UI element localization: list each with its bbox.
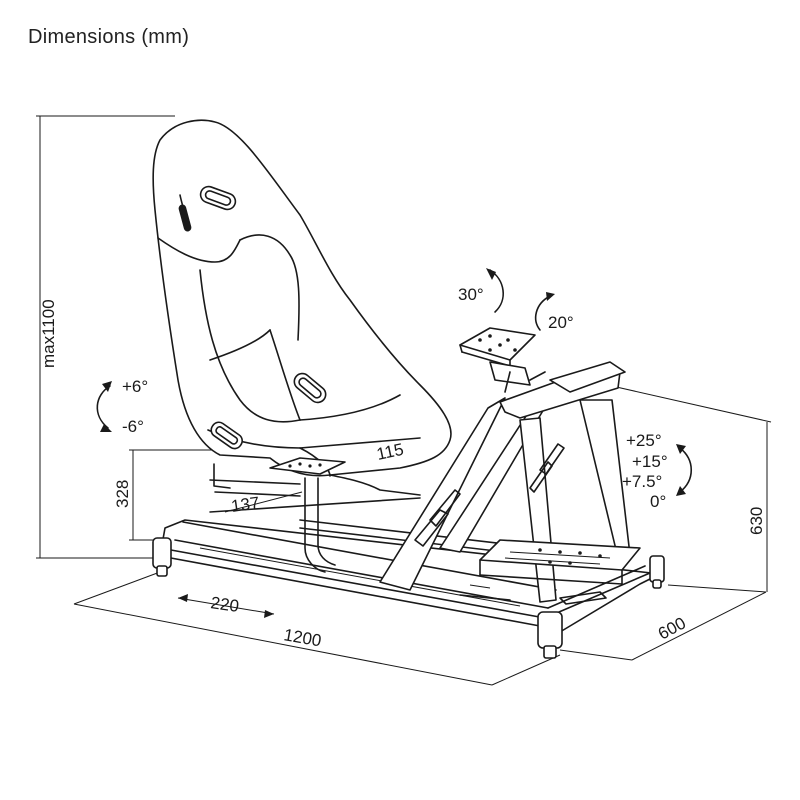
angle-wheel-0: 0°	[650, 492, 666, 511]
angle-wheel-25: +25°	[626, 431, 662, 450]
dim-length: 1200	[282, 625, 323, 650]
angle-wheel-15: +15°	[632, 452, 668, 471]
racing-seat	[152, 119, 452, 573]
dim-width: 600	[655, 613, 689, 643]
dimension-lines	[36, 115, 772, 686]
page-title: Dimensions (mm)	[28, 26, 190, 48]
angle-seat-up: +6°	[122, 377, 148, 396]
dim-pedal-height: 630	[747, 507, 766, 535]
angle-seat-down: -6°	[122, 417, 144, 436]
rotation-arrows	[96, 268, 693, 496]
wheel-mount	[459, 327, 546, 393]
angle-wheel-7-5: +7.5°	[622, 472, 662, 491]
dim-seat-depth: 137	[230, 493, 261, 516]
dim-height-max: max1100	[39, 299, 58, 368]
angle-pedal-tilt: 20°	[548, 313, 574, 332]
dim-seat-height: 328	[113, 480, 132, 508]
dim-slide: 220	[209, 593, 240, 616]
angle-pedal-rotate: 30°	[458, 285, 484, 304]
pedal-stand	[379, 361, 641, 605]
